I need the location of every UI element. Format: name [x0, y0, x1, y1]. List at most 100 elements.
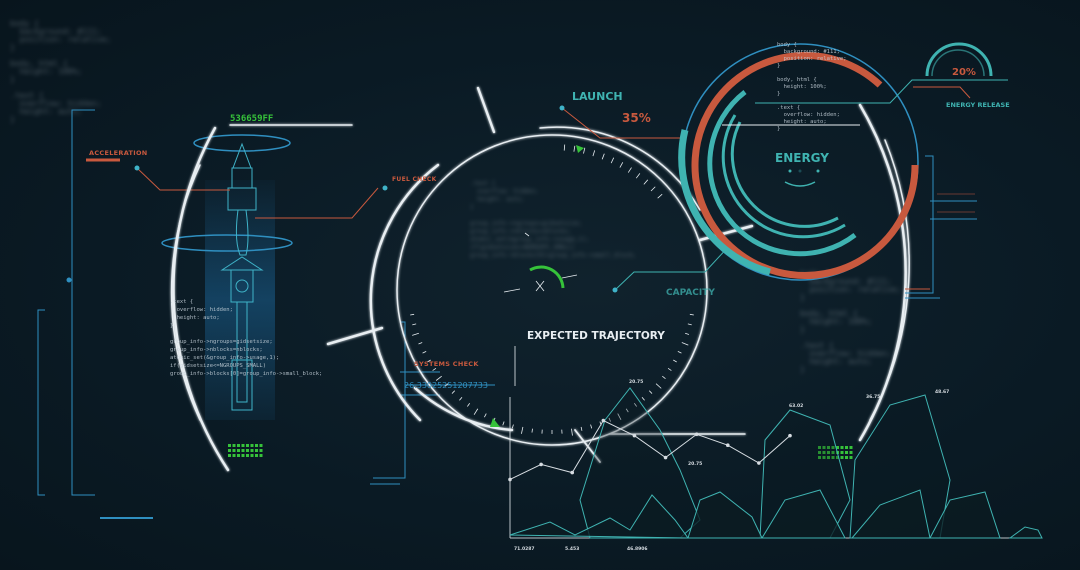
tick	[571, 428, 573, 436]
left-frame	[37, 109, 153, 519]
tick-ring	[410, 144, 694, 436]
tick	[484, 413, 487, 418]
green-bar-cell	[259, 444, 263, 447]
expected-trajectory-label: EXPECTED TRAJECTORY	[527, 330, 665, 342]
tick	[418, 342, 423, 345]
energy-release-percent: 20%	[952, 67, 976, 78]
green-bar-cell	[241, 454, 245, 457]
green-bar-cell	[255, 449, 258, 452]
green-bar-cell	[827, 451, 830, 454]
chart-point	[725, 443, 730, 448]
chart-line-series	[508, 418, 792, 482]
fuel-check-label: FUEL CHECK	[392, 176, 437, 183]
tick	[583, 147, 586, 154]
green-bar-cell	[836, 456, 839, 459]
green-bar-cell	[232, 449, 236, 452]
green-bar-cell	[827, 446, 830, 449]
x-tick-label: 46.8906	[627, 547, 648, 552]
green-bar-cell	[237, 454, 240, 457]
green-bar-cell	[840, 446, 844, 449]
chart-point	[570, 470, 575, 475]
acceleration-label: ACCELERATION	[89, 149, 148, 157]
tick	[650, 186, 656, 192]
background-code: body { background: #111; position: relat…	[800, 269, 902, 374]
green-bar-cell	[246, 449, 249, 452]
tick	[673, 359, 677, 363]
green-bar-cell	[822, 451, 826, 454]
green-bar-cell	[246, 444, 249, 447]
chart-point	[539, 462, 543, 467]
tick	[432, 367, 437, 371]
marker-icon	[490, 418, 500, 427]
green-bar-cell	[237, 449, 240, 452]
tick	[467, 403, 471, 407]
tick	[502, 421, 505, 426]
green-bar-cell	[818, 456, 821, 459]
tick	[657, 193, 663, 199]
tick	[685, 332, 690, 335]
tick	[451, 390, 456, 394]
tick	[412, 332, 419, 336]
green-bar-cell	[827, 456, 830, 459]
chart-point	[694, 432, 699, 437]
chart-point-label: 48.67	[935, 390, 950, 395]
green-bar-cell	[831, 451, 835, 454]
trajectory-gauge	[529, 265, 565, 289]
marker-icon	[576, 145, 584, 153]
chart-point	[788, 433, 792, 438]
green-bar-cell	[836, 446, 839, 449]
tick	[648, 390, 653, 394]
green-bar-cell	[845, 446, 848, 449]
green-bar-cell	[232, 444, 236, 447]
green-bar-cell	[228, 444, 231, 447]
tick	[580, 426, 583, 431]
green-bar-cell	[255, 444, 258, 447]
green-bar-cell	[232, 454, 236, 457]
energy-label: ENERGY	[775, 151, 829, 165]
tick	[619, 162, 624, 168]
green-bar-cell	[241, 444, 245, 447]
tick	[687, 323, 692, 326]
green-bar-cell	[822, 446, 826, 449]
green-bar-cell	[250, 454, 254, 457]
chart-point	[601, 418, 606, 423]
x-tick-label: 5.453	[565, 547, 580, 552]
green-bar-cell	[849, 456, 853, 459]
chart-point-label: 20.75	[629, 380, 644, 385]
tick	[511, 424, 514, 429]
tick	[610, 157, 615, 164]
chart-point	[757, 461, 761, 465]
tick	[422, 351, 427, 354]
capacity-label: CAPACITY	[666, 288, 715, 298]
tick	[608, 417, 611, 422]
tick	[627, 167, 632, 173]
tick	[689, 313, 694, 316]
systems-check-label: SYSTEMS CHECK	[414, 360, 479, 368]
green-bar-cell	[849, 451, 853, 454]
green-bar-cell	[241, 449, 245, 452]
green-bar-cell	[246, 454, 249, 457]
hex-code: 536659FF	[230, 114, 274, 124]
tick	[590, 424, 593, 429]
tick	[681, 342, 689, 346]
chart-point	[663, 455, 668, 460]
tick	[444, 383, 449, 387]
background-code: .text { overflow: hidden; height: auto; …	[470, 180, 637, 259]
chart-mountains	[509, 387, 1043, 539]
tick	[677, 351, 682, 354]
background-code: body { background: #111; position: relat…	[10, 19, 112, 124]
green-bar-cell	[237, 444, 240, 447]
green-bar-cell	[845, 456, 848, 459]
green-bar-cell	[228, 454, 231, 457]
x-tick-label: 71.0287	[514, 547, 535, 552]
green-bar-cell	[840, 451, 844, 454]
tick	[573, 145, 576, 152]
tick	[625, 408, 629, 413]
rocket-icon	[161, 134, 293, 420]
tick	[410, 313, 415, 316]
chart-line	[509, 419, 791, 480]
green-bar-cell	[250, 449, 254, 452]
chart-point	[508, 477, 512, 482]
